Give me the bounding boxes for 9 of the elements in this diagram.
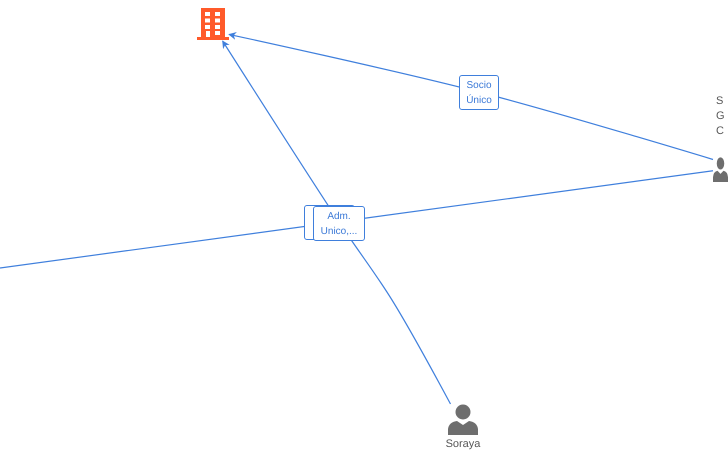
connector-line	[0, 170, 714, 269]
edge-label: Adm. Unico,...	[313, 206, 365, 240]
arrow	[228, 32, 714, 160]
arrow	[222, 40, 452, 404]
person-name: Soraya	[444, 438, 482, 450]
building-icon	[197, 8, 229, 41]
edge-label: Socio Único	[459, 74, 499, 110]
person-icon	[713, 157, 728, 182]
truncated-name: S G C	[716, 94, 726, 139]
